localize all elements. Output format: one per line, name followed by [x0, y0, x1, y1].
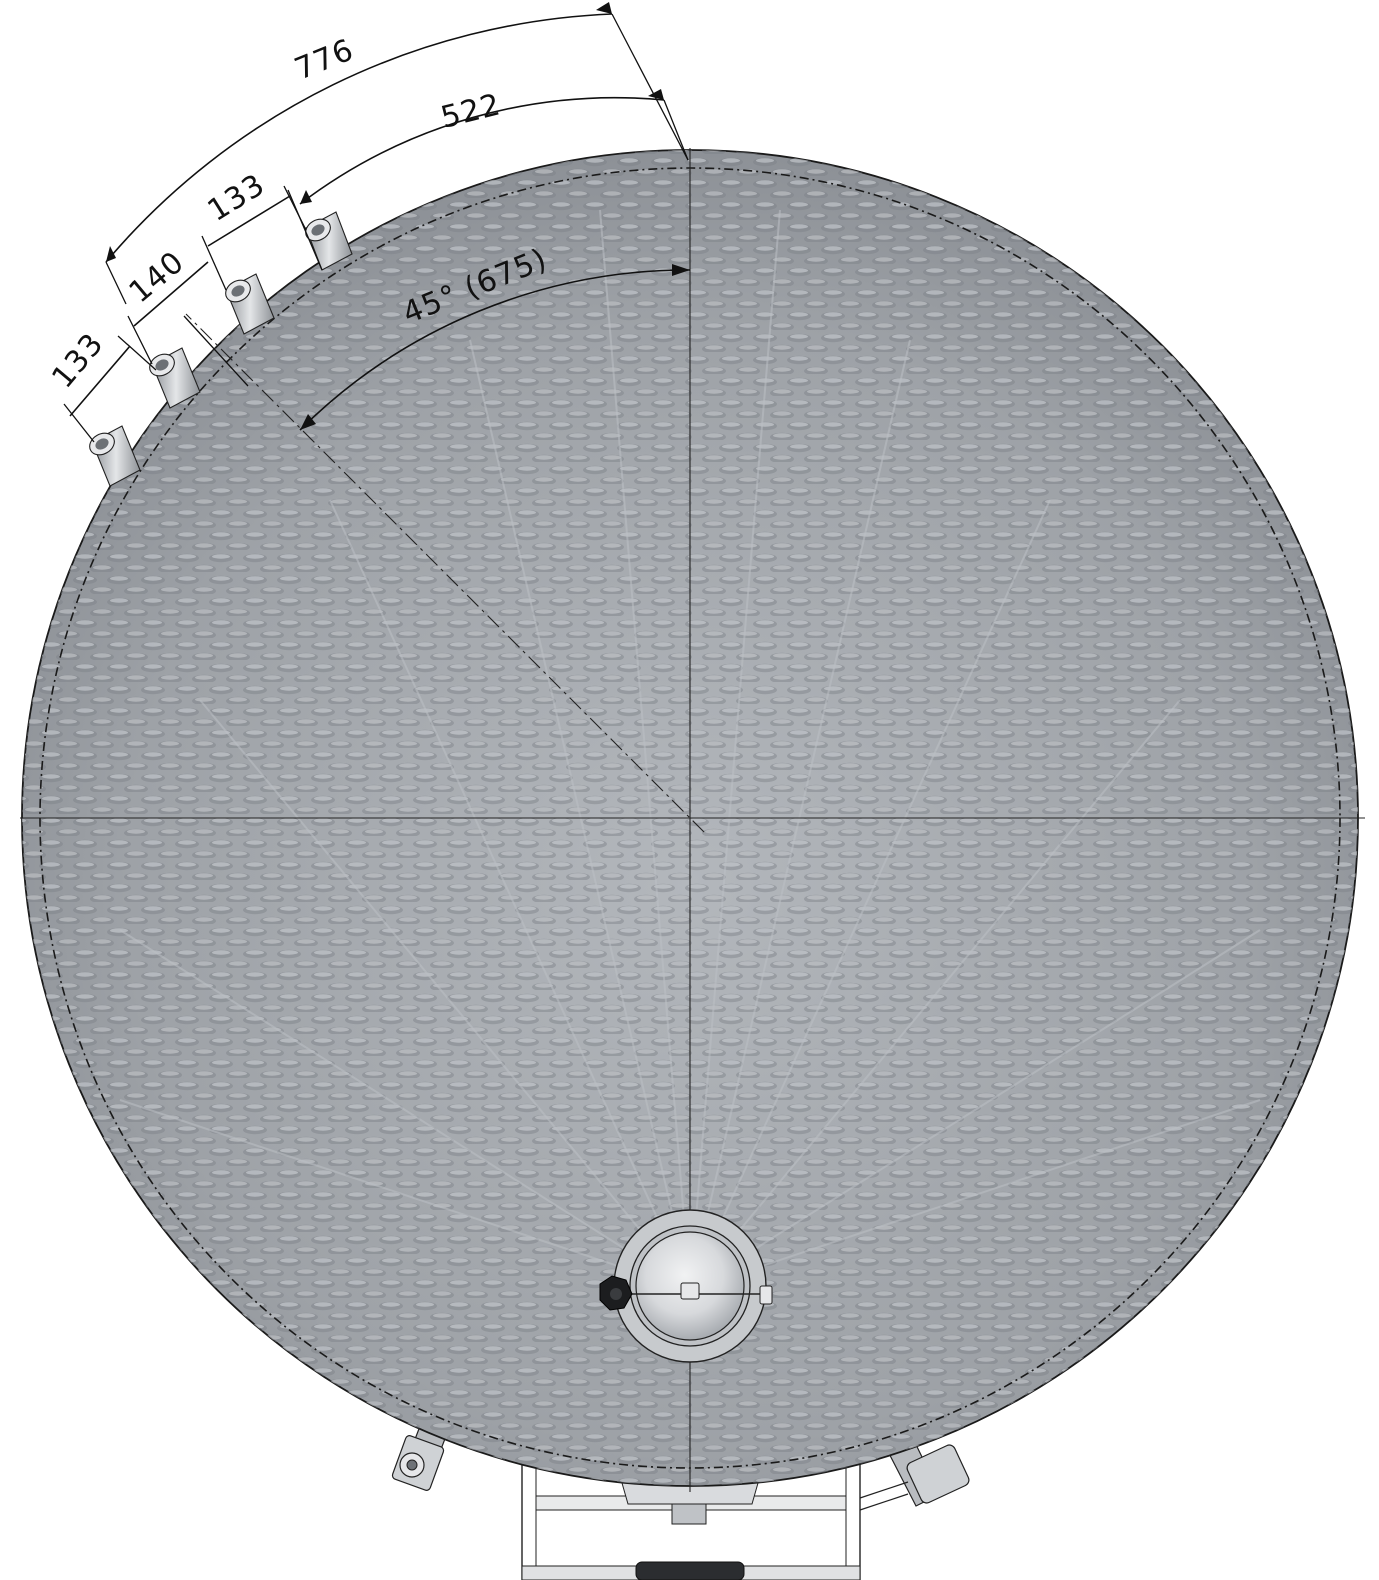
dimension-label-133-upper: 133	[202, 167, 272, 229]
manhole-icon	[613, 1209, 773, 1363]
dimension-133-lower	[63, 335, 157, 443]
dimension-angle-45	[299, 264, 691, 431]
dimension-arc-776	[105, 2, 689, 305]
pipe-nozzle-icon	[149, 347, 201, 409]
pipe-nozzle-icon	[225, 273, 275, 335]
dimension-label-522: 522	[437, 87, 504, 136]
pipe-nozzle-icon	[89, 425, 141, 487]
pipe-nozzles	[89, 211, 353, 487]
dimension-label-133-lower: 133	[45, 326, 111, 395]
dimension-133-upper	[201, 185, 307, 291]
knob-icon	[599, 1275, 633, 1311]
dimension-label-140: 140	[123, 245, 192, 311]
dimension-label-776: 776	[290, 32, 359, 87]
dimension-140	[127, 261, 249, 387]
dimension-arc-522	[287, 89, 689, 271]
